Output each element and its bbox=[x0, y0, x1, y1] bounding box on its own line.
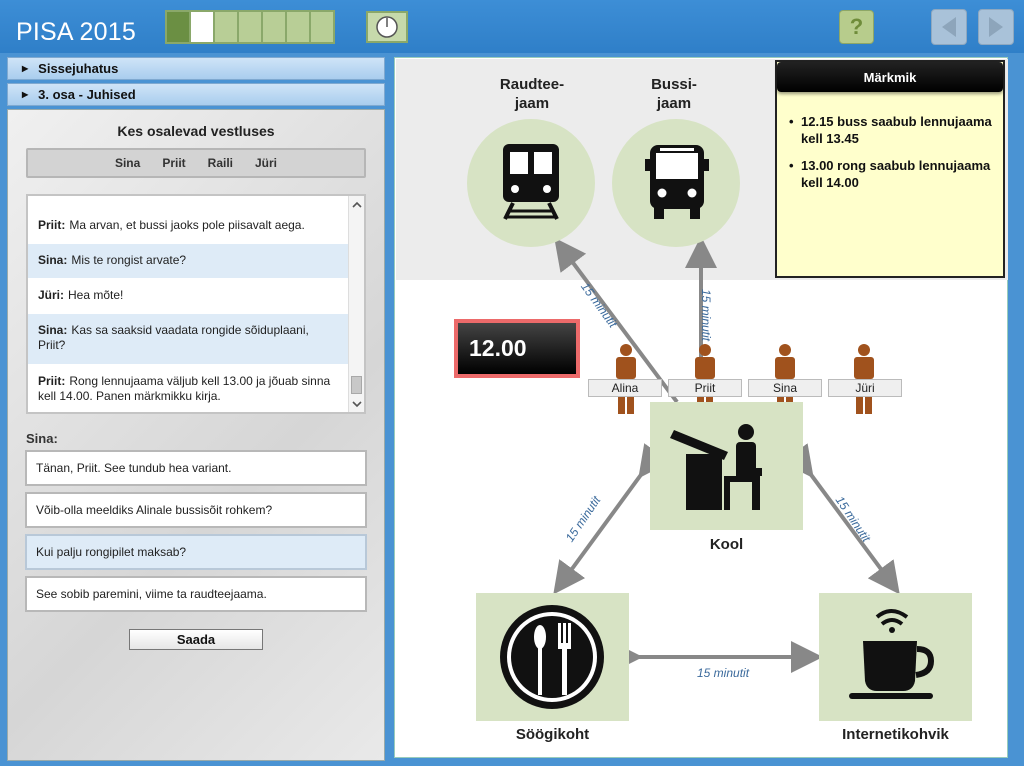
map-panel: 15 minutit 15 minutit 15 minutit 15 minu… bbox=[394, 57, 1008, 758]
person-tag-priit[interactable]: Priit bbox=[668, 379, 742, 397]
bus-station-node[interactable] bbox=[612, 119, 740, 247]
timer-button[interactable] bbox=[366, 11, 408, 43]
chat-message: Sina:Kas sa saaksid vaadata rongide sõid… bbox=[28, 314, 348, 364]
participants-bar: Sina Priit Raili Jüri bbox=[26, 148, 366, 178]
clock-display: 12.00 bbox=[454, 319, 580, 378]
message-speaker: Sina: bbox=[38, 323, 68, 337]
clock-time: 12.00 bbox=[458, 323, 576, 374]
participant: Jüri bbox=[255, 156, 278, 170]
scroll-thumb[interactable] bbox=[351, 376, 362, 394]
back-arrow-icon bbox=[942, 17, 956, 37]
message-text: Hea mõte! bbox=[68, 288, 124, 302]
note-item: 12.15 buss saabub lennujaama kell 13.45 bbox=[789, 113, 994, 147]
student-desk-icon bbox=[670, 424, 762, 510]
chat-message: Sina:Mis te rongist arvate? bbox=[28, 244, 348, 278]
expand-arrow-icon: ▶ bbox=[22, 64, 29, 73]
reply-option-text: Tänan, Priit. See tundub hea variant. bbox=[36, 461, 232, 475]
train-station-node[interactable] bbox=[467, 119, 595, 247]
progress-segment bbox=[287, 12, 311, 42]
progress-bar bbox=[165, 10, 335, 44]
bus-icon bbox=[645, 145, 709, 219]
message-text: Mis te rongist arvate? bbox=[71, 253, 187, 267]
reply-option[interactable]: Tänan, Priit. See tundub hea variant. bbox=[25, 450, 367, 486]
reply-option-selected[interactable]: Kui palju rongipilet maksab? bbox=[25, 534, 367, 570]
cafe-node[interactable] bbox=[819, 593, 972, 721]
person-tag-sina[interactable]: Sina bbox=[748, 379, 822, 397]
message-speaker: Sina: bbox=[38, 253, 68, 267]
participant: Raili bbox=[207, 156, 233, 170]
label-line: Raudtee- bbox=[499, 76, 565, 93]
forward-button[interactable] bbox=[978, 9, 1014, 45]
message-text: Ma arvan, et bussi jaoks pole piisavalt … bbox=[69, 218, 305, 232]
reply-option[interactable]: See sobib paremini, viime ta raudteejaam… bbox=[25, 576, 367, 612]
wifi-coffee-icon bbox=[849, 609, 935, 699]
chat-message: Priit:Rong lennujaama väljub kell 13.00 … bbox=[28, 368, 348, 410]
bus-station-label: Bussi- jaam bbox=[631, 75, 717, 113]
progress-segment bbox=[311, 12, 333, 42]
timer-icon bbox=[376, 16, 398, 38]
section-intro[interactable]: ▶ Sissejuhatus bbox=[7, 57, 385, 80]
participant: Priit bbox=[162, 156, 186, 170]
participant: Sina bbox=[114, 156, 141, 170]
chat-message: Priit:Ma arvan, et bussi jaoks pole piis… bbox=[28, 212, 348, 239]
help-button[interactable]: ? bbox=[839, 10, 874, 44]
top-bar: PISA 2015 ? bbox=[0, 0, 1024, 53]
progress-segment bbox=[263, 12, 287, 42]
notepad-title: Märkmik bbox=[777, 62, 1003, 92]
expand-arrow-icon: ▶ bbox=[22, 90, 29, 99]
progress-segment bbox=[191, 12, 215, 42]
section-label: Sissejuhatus bbox=[38, 61, 119, 76]
scroll-down-icon[interactable] bbox=[349, 397, 365, 411]
message-speaker: Priit: bbox=[38, 218, 66, 232]
message-text: Kas sa saaksid vaadata rongide sõiduplaa… bbox=[38, 323, 309, 352]
chat-log[interactable]: Priit:Ma arvan, et bussi jaoks pole piis… bbox=[26, 194, 366, 414]
reply-option-text: Kui palju rongipilet maksab? bbox=[36, 545, 187, 559]
person-tag-alina[interactable]: Alina bbox=[588, 379, 662, 397]
progress-segment bbox=[167, 12, 191, 42]
school-node[interactable] bbox=[650, 402, 803, 530]
section-instructions[interactable]: ▶ 3. osa - Juhised bbox=[7, 83, 385, 106]
cutlery-icon bbox=[500, 605, 604, 709]
edge-label-school-bus: 15 minutit bbox=[699, 288, 714, 342]
reply-speaker-label: Sina: bbox=[26, 431, 58, 446]
back-button[interactable] bbox=[931, 9, 967, 45]
label-line: jaam bbox=[514, 95, 550, 112]
chat-scrollbar[interactable] bbox=[348, 196, 364, 412]
chat-panel: Kes osalevad vestluses Sina Priit Raili … bbox=[7, 109, 385, 761]
reply-option[interactable]: Võib-olla meeldiks Alinale bussisõit roh… bbox=[25, 492, 367, 528]
restaurant-label: Söögikoht bbox=[515, 726, 590, 743]
chat-message: Jüri:Hea mõte! bbox=[28, 282, 348, 309]
app-title: PISA 2015 bbox=[16, 18, 136, 46]
label-line: Bussi- bbox=[651, 76, 697, 93]
chat-title: Kes osalevad vestluses bbox=[117, 123, 275, 139]
help-icon: ? bbox=[849, 14, 864, 39]
edge-school-restaurant bbox=[553, 443, 671, 595]
restaurant-node[interactable] bbox=[476, 593, 629, 721]
train-station-label: Raudtee- jaam bbox=[489, 75, 575, 113]
message-speaker: Priit: bbox=[38, 374, 66, 388]
message-text: Rong lennujaama väljub kell 13.00 ja jõu… bbox=[38, 374, 331, 403]
cafe-label: Internetikohvik bbox=[842, 726, 949, 743]
person-tag-juri[interactable]: Jüri bbox=[828, 379, 902, 397]
notepad: Märkmik 12.15 buss saabub lennujaama kel… bbox=[775, 60, 1005, 278]
map-edges bbox=[553, 236, 900, 673]
edge-school-train bbox=[554, 237, 679, 404]
forward-arrow-icon bbox=[989, 17, 1003, 37]
progress-segment bbox=[239, 12, 263, 42]
edge-school-cafe bbox=[781, 443, 900, 595]
label-line: jaam bbox=[656, 95, 692, 112]
send-button[interactable]: Saada bbox=[129, 629, 263, 650]
reply-option-text: See sobib paremini, viime ta raudteejaam… bbox=[36, 587, 267, 601]
message-speaker: Jüri: bbox=[38, 288, 65, 302]
scroll-up-icon[interactable] bbox=[349, 198, 365, 212]
reply-option-text: Võib-olla meeldiks Alinale bussisõit roh… bbox=[36, 503, 273, 517]
train-icon bbox=[503, 144, 559, 220]
note-item: 13.00 rong saabub lennujaama kell 14.00 bbox=[789, 157, 994, 191]
progress-segment bbox=[215, 12, 239, 42]
school-label: Kool bbox=[709, 536, 744, 553]
section-label: 3. osa - Juhised bbox=[38, 87, 136, 102]
edge-label-restaurant-cafe: 15 minutit bbox=[697, 666, 750, 680]
